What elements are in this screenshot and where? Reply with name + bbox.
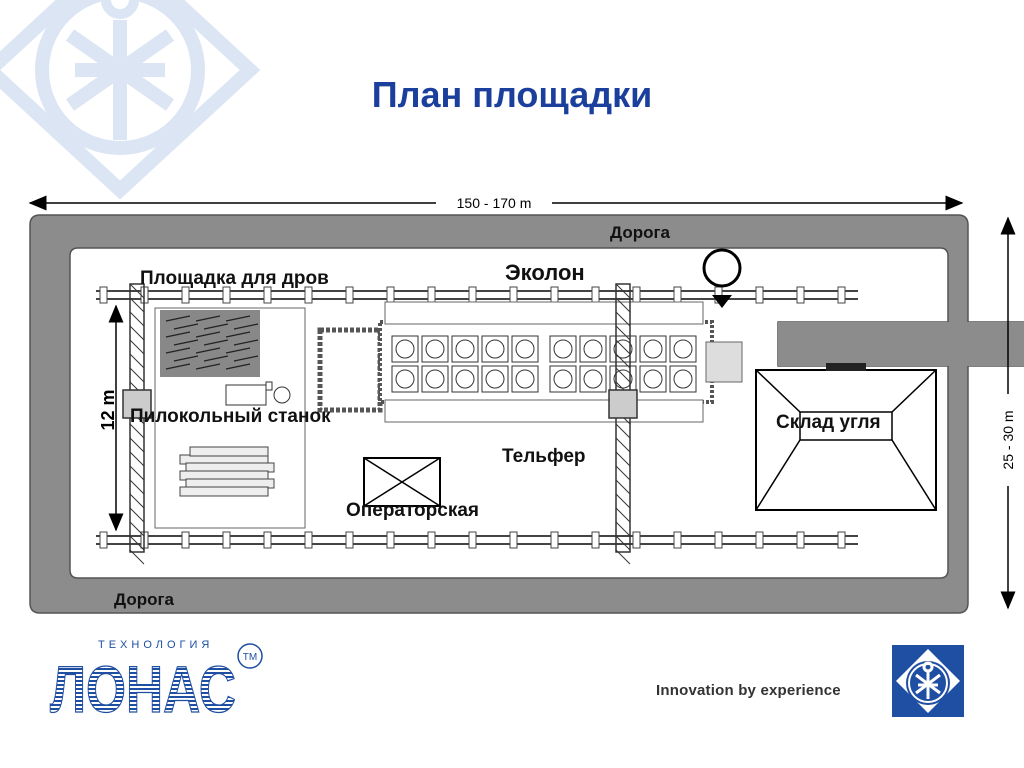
watermark-emblem-icon xyxy=(0,0,261,200)
coal-label: Склад угля xyxy=(776,412,881,433)
dimension-length: 150 - 170 m xyxy=(28,195,964,211)
site-plan-diagram: 150 - 170 m xyxy=(28,195,1024,614)
saw-label: Пилокольный станок xyxy=(130,406,331,427)
crane-rails xyxy=(96,286,858,549)
road-branch xyxy=(778,322,1024,366)
svg-text:25 - 30 m: 25 - 30 m xyxy=(1000,410,1016,469)
road-bottom-label: Дорога xyxy=(114,590,175,609)
road-top-label: Дорога xyxy=(610,223,671,242)
dimension-length-label: 150 - 170 m xyxy=(457,195,532,211)
operator-label: Операторская xyxy=(346,500,479,521)
svg-text:12 m: 12 m xyxy=(98,389,118,430)
log-stack xyxy=(179,446,275,497)
logo-trademark: TM xyxy=(243,652,257,663)
lonas-logo: ТЕХНОЛОГИЯ ЛОНАС TM xyxy=(49,639,263,724)
logo-top-text: ТЕХНОЛОГИЯ xyxy=(98,639,213,651)
crane-towers xyxy=(122,283,638,565)
operator-booth xyxy=(363,457,441,507)
hoist-drum xyxy=(702,248,743,383)
ekolon-label: Эколон xyxy=(505,260,585,285)
dimension-width: 25 - 30 m xyxy=(996,216,1020,610)
ekolon-kiln xyxy=(317,301,714,423)
woodyard-label: Площадка для дров xyxy=(140,268,329,289)
dimension-crane-span: 12 m xyxy=(98,304,124,532)
coal-storage xyxy=(755,363,937,511)
hoist-label: Тельфер xyxy=(502,446,586,467)
road-ring xyxy=(29,214,1024,614)
tagline: Innovation by experience xyxy=(656,682,841,699)
company-emblem-icon xyxy=(892,645,964,717)
page-title: План площадки xyxy=(371,74,653,115)
saw-machine xyxy=(225,381,291,406)
logo-main-text: ЛОНАС xyxy=(50,652,236,724)
